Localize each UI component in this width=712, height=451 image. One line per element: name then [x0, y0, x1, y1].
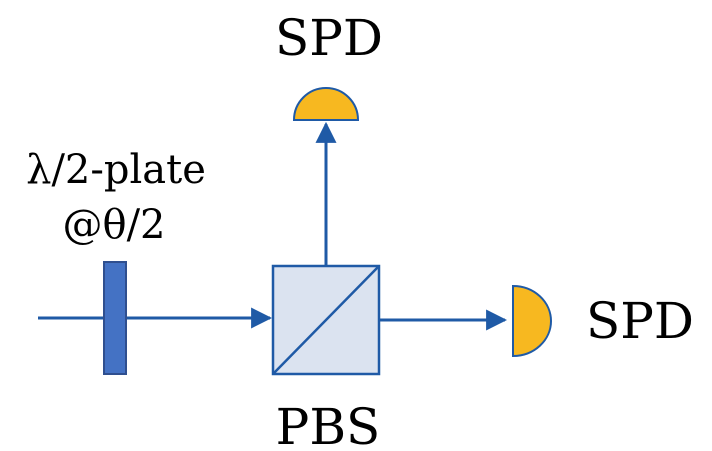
beam-splitter-label: PBS	[276, 398, 381, 451]
waveplate-label-line2: @θ/2	[62, 202, 165, 248]
right-detector-label: SPD	[586, 292, 694, 350]
polarizing-beam-splitter	[271, 264, 381, 376]
top-detector-label: SPD	[275, 9, 383, 67]
right-single-photon-detector	[512, 284, 552, 358]
half-wave-plate	[103, 261, 127, 375]
top-single-photon-detector	[292, 87, 360, 121]
waveplate-label-line1: λ/2-plate	[26, 147, 206, 193]
